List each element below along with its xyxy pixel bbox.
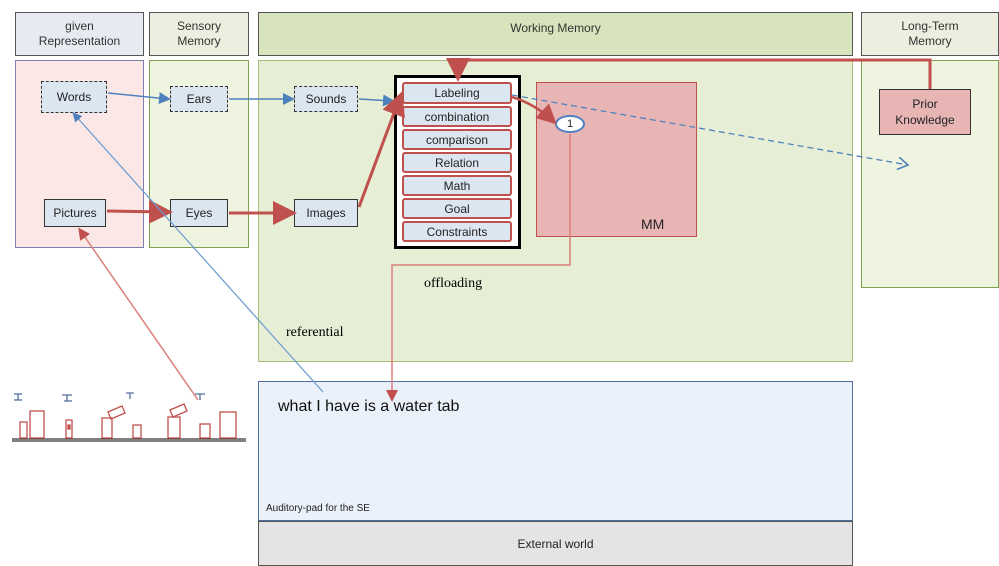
water-tap-illustration xyxy=(12,392,246,442)
arrow-labeling-circle xyxy=(511,95,557,125)
auditory-pad-label: Auditory-pad for the SE xyxy=(266,503,370,514)
sensory-memory-header: Sensory Memory xyxy=(149,12,249,56)
mental-model-label: MM xyxy=(641,216,665,232)
sounds-node: Sounds xyxy=(294,86,358,112)
arrow-words-ears xyxy=(107,92,171,105)
pictures-node: Pictures xyxy=(44,199,106,227)
long-term-memory-header: Long-Term Memory xyxy=(861,12,999,56)
water-tap-quote: what I have is a water tab xyxy=(278,398,460,415)
arrow-referential xyxy=(72,112,324,393)
process-comparison: comparison xyxy=(402,129,512,150)
mental-model-box xyxy=(536,82,697,237)
working-memory-header: Working Memory xyxy=(258,12,853,56)
referential-label: referential xyxy=(286,325,344,340)
eyes-node: Eyes xyxy=(170,199,228,227)
process-labeling: Labeling xyxy=(402,82,512,104)
prior-knowledge-node: Prior Knowledge xyxy=(879,89,971,135)
arrow-illustration-pictures xyxy=(78,227,199,401)
external-world-panel: External world xyxy=(258,521,853,566)
words-node: Words xyxy=(41,81,107,113)
auditory-pad-panel xyxy=(258,381,853,521)
arrow-labeling-long-term-memory xyxy=(511,94,908,165)
arrow-sounds-labeling xyxy=(358,94,395,107)
process-relation: Relation xyxy=(402,152,512,173)
arrow-pictures-eyes xyxy=(106,199,173,224)
arrow-prior-knowledge-labeling xyxy=(446,58,932,89)
arrow-offloading xyxy=(386,134,571,402)
process-math: Math xyxy=(402,175,512,196)
process-goal: Goal xyxy=(402,198,512,219)
offloading-label: offloading xyxy=(424,276,483,291)
ears-node: Ears xyxy=(170,86,228,112)
given-representation-header: given Representation xyxy=(15,12,144,56)
process-constraints: Constraints xyxy=(402,221,512,242)
arrow-images-processing xyxy=(357,91,405,208)
